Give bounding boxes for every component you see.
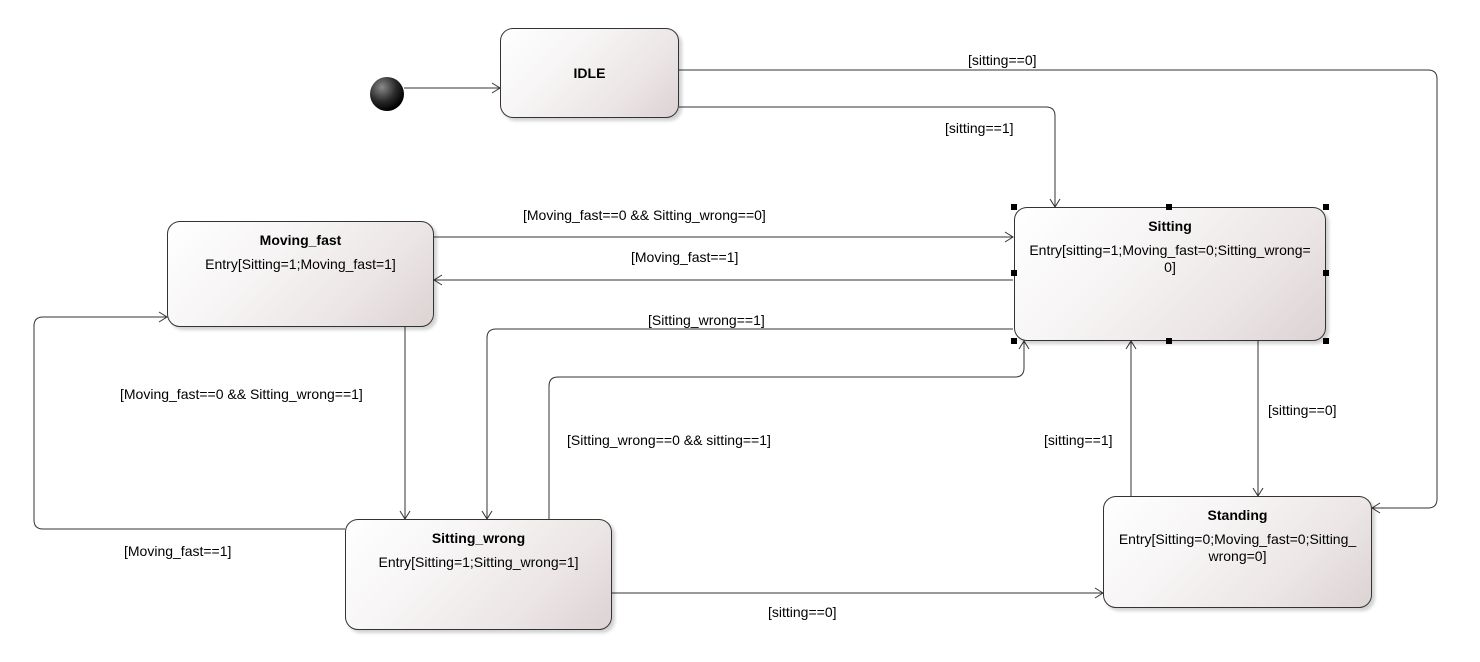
sitting-wrong-to-sitting-arrow <box>548 340 1030 519</box>
selection-handle-right[interactable] <box>1323 270 1329 276</box>
state-moving-fast[interactable]: Moving_fast Entry[Sitting=1;Moving_fast=… <box>167 221 434 327</box>
transition-label-sitting-to-standing[interactable]: [sitting==0] <box>1268 402 1337 418</box>
transition-label-sitting-wrong-to-moving-fast[interactable]: [Moving_fast==1] <box>124 543 232 559</box>
initial-to-idle-arrow <box>404 82 501 94</box>
state-moving-fast-title: Moving_fast <box>259 232 342 248</box>
sitting-wrong-to-moving-fast-arrow <box>33 311 345 530</box>
selection-handle-top[interactable] <box>1166 204 1172 210</box>
sitting-to-standing-arrow <box>1252 341 1264 497</box>
transition-label-idle-to-standing[interactable]: [sitting==0] <box>968 52 1037 68</box>
state-standing-title: Standing <box>1207 507 1268 523</box>
transition-label-sitting-wrong-to-sitting[interactable]: [Sitting_wrong==0 && sitting==1] <box>567 432 771 448</box>
sitting-wrong-to-standing-arrow <box>612 587 1104 599</box>
transition-label-idle-to-sitting[interactable]: [sitting==1] <box>945 120 1014 136</box>
selection-handle-top-right[interactable] <box>1323 204 1329 210</box>
state-sitting-title: Sitting <box>1148 218 1192 234</box>
selection-handle-top-left[interactable] <box>1011 204 1017 210</box>
transition-label-sitting-wrong-to-standing[interactable]: [sitting==0] <box>768 604 837 620</box>
selection-handle-left[interactable] <box>1011 270 1017 276</box>
state-sitting-entry: Entry[sitting=1;Moving_fast=0;Sitting_wr… <box>1029 242 1311 275</box>
standing-to-sitting-arrow <box>1125 340 1137 496</box>
moving-fast-to-sitting-wrong-arrow <box>399 327 411 520</box>
selection-handle-bottom-right[interactable] <box>1323 338 1329 344</box>
state-sitting[interactable]: Sitting Entry[sitting=1;Moving_fast=0;Si… <box>1014 207 1326 341</box>
state-idle-title: IDLE <box>573 65 606 81</box>
transition-label-moving-fast-to-sitting[interactable]: [Moving_fast==0 && Sitting_wrong==0] <box>523 207 766 223</box>
state-standing[interactable]: Standing Entry[Sitting=0;Moving_fast=0;S… <box>1103 496 1372 608</box>
state-moving-fast-entry: Entry[Sitting=1;Moving_fast=1] <box>205 256 396 272</box>
state-standing-entry: Entry[Sitting=0;Moving_fast=0;Sitting_wr… <box>1118 531 1357 564</box>
selection-handle-bottom-left[interactable] <box>1011 338 1017 344</box>
transition-label-standing-to-sitting[interactable]: [sitting==1] <box>1044 432 1113 448</box>
transition-label-moving-fast-to-sitting-wrong[interactable]: [Moving_fast==0 && Sitting_wrong==1] <box>120 386 363 402</box>
transition-label-sitting-to-moving-fast[interactable]: [Moving_fast==1] <box>631 249 739 265</box>
idle-to-standing-arrow <box>679 69 1438 514</box>
state-sitting-wrong-title: Sitting_wrong <box>431 530 526 546</box>
sitting-to-sitting-wrong-arrow <box>481 328 1013 520</box>
transition-label-sitting-to-sitting-wrong[interactable]: [Sitting_wrong==1] <box>648 312 765 328</box>
sitting-to-moving-fast-arrow <box>433 274 1013 286</box>
state-sitting-wrong-entry: Entry[Sitting=1;Sitting_wrong=1] <box>378 554 579 570</box>
state-sitting-wrong[interactable]: Sitting_wrong Entry[Sitting=1;Sitting_wr… <box>345 519 612 630</box>
moving-fast-to-sitting-arrow <box>434 231 1014 243</box>
initial-state-node[interactable] <box>370 77 404 111</box>
state-idle[interactable]: IDLE <box>500 28 679 118</box>
selection-handle-bottom[interactable] <box>1166 338 1172 344</box>
